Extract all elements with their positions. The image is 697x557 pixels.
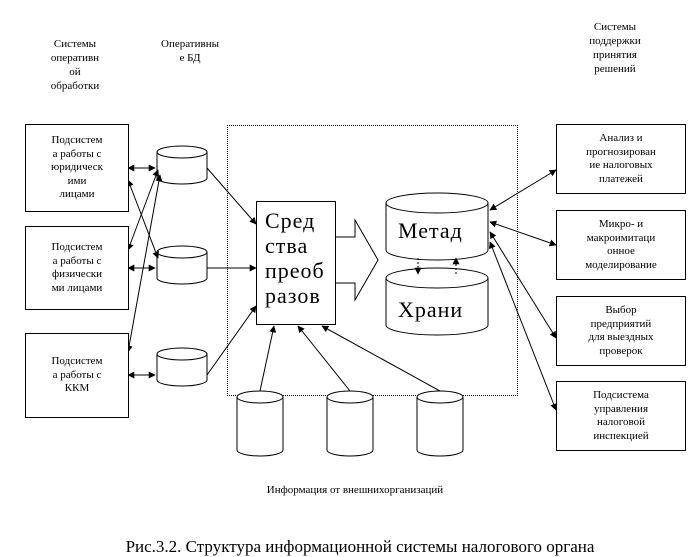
- external-db-cylinder-3: [416, 390, 464, 457]
- ext1-to-transform: [259, 325, 277, 392]
- subsystem-kkm: Подсистем а работы с ККМ: [25, 333, 129, 418]
- external-db-cylinder-2: [326, 390, 374, 457]
- db3-to-transform: [206, 305, 257, 376]
- link-legal-db2: [126, 179, 160, 259]
- db-cylinder-1: [156, 145, 208, 185]
- header-decision-support: Системы поддержки принятия решений: [589, 21, 641, 75]
- db-cylinder-2: [156, 245, 208, 285]
- subsystem-legal-entities: Подсистем а работы с юридическ ими лицам…: [25, 124, 129, 212]
- db1-to-transform: [206, 167, 257, 225]
- ext2-to-transform: [297, 325, 351, 392]
- analysis-forecasting-box: Анализ и прогнозирован ие налоговых плат…: [556, 124, 686, 194]
- analysis-forecasting-label: Анализ и прогнозирован ие налоговых плат…: [586, 132, 656, 185]
- header-operational-systems: Системы оперативн ой обработки: [50, 38, 100, 92]
- external-db-cylinder-1: [236, 390, 284, 457]
- ext3-to-transform: [321, 325, 441, 392]
- audit-selection-label: Выбор предприятий для выездных проверок: [588, 304, 654, 357]
- storage-cylinder: [385, 267, 489, 336]
- modeling-box: Микро- и макроимитаци онное моделировани…: [556, 210, 686, 280]
- transform-tools-label: Сред ства преоб разов: [265, 208, 325, 308]
- header-operational-db: Оперативны е БД: [161, 38, 219, 64]
- inspection-management-box: Подсистема управления налоговой инспекци…: [556, 381, 686, 451]
- transform-tools-box: Сред ства преоб разов: [256, 201, 336, 325]
- figure-title: Рис.3.2. Структура информационной систем…: [125, 537, 595, 556]
- subsystem-legal-entities-label: Подсистем а работы с юридическ ими лицам…: [50, 134, 103, 201]
- external-info-caption: Информация от внешнихорганизаций: [266, 484, 444, 496]
- subsystem-individuals-label: Подсистем а работы с физически ми лицами: [51, 241, 103, 294]
- link-meta-selection: [489, 231, 557, 339]
- metadata-label: Метад: [398, 218, 463, 243]
- link-meta-modeling: [489, 220, 557, 247]
- storage-label: Храни: [398, 297, 464, 322]
- inspection-management-label: Подсистема управления налоговой инспекци…: [593, 389, 649, 442]
- metadata-cylinder: [385, 192, 489, 261]
- subsystem-individuals: Подсистем а работы с физически ми лицами: [25, 226, 129, 310]
- audit-selection-box: Выбор предприятий для выездных проверок: [556, 296, 686, 366]
- link-kkm-db1: [125, 174, 163, 353]
- modeling-label: Микро- и макроимитаци онное моделировани…: [585, 218, 657, 271]
- db-cylinder-3: [156, 347, 208, 387]
- link-meta-analysis: [489, 169, 557, 211]
- link-meta-management: [489, 241, 557, 411]
- transform-to-store-arrow: [336, 218, 379, 302]
- subsystem-kkm-label: Подсистем а работы с ККМ: [51, 355, 103, 395]
